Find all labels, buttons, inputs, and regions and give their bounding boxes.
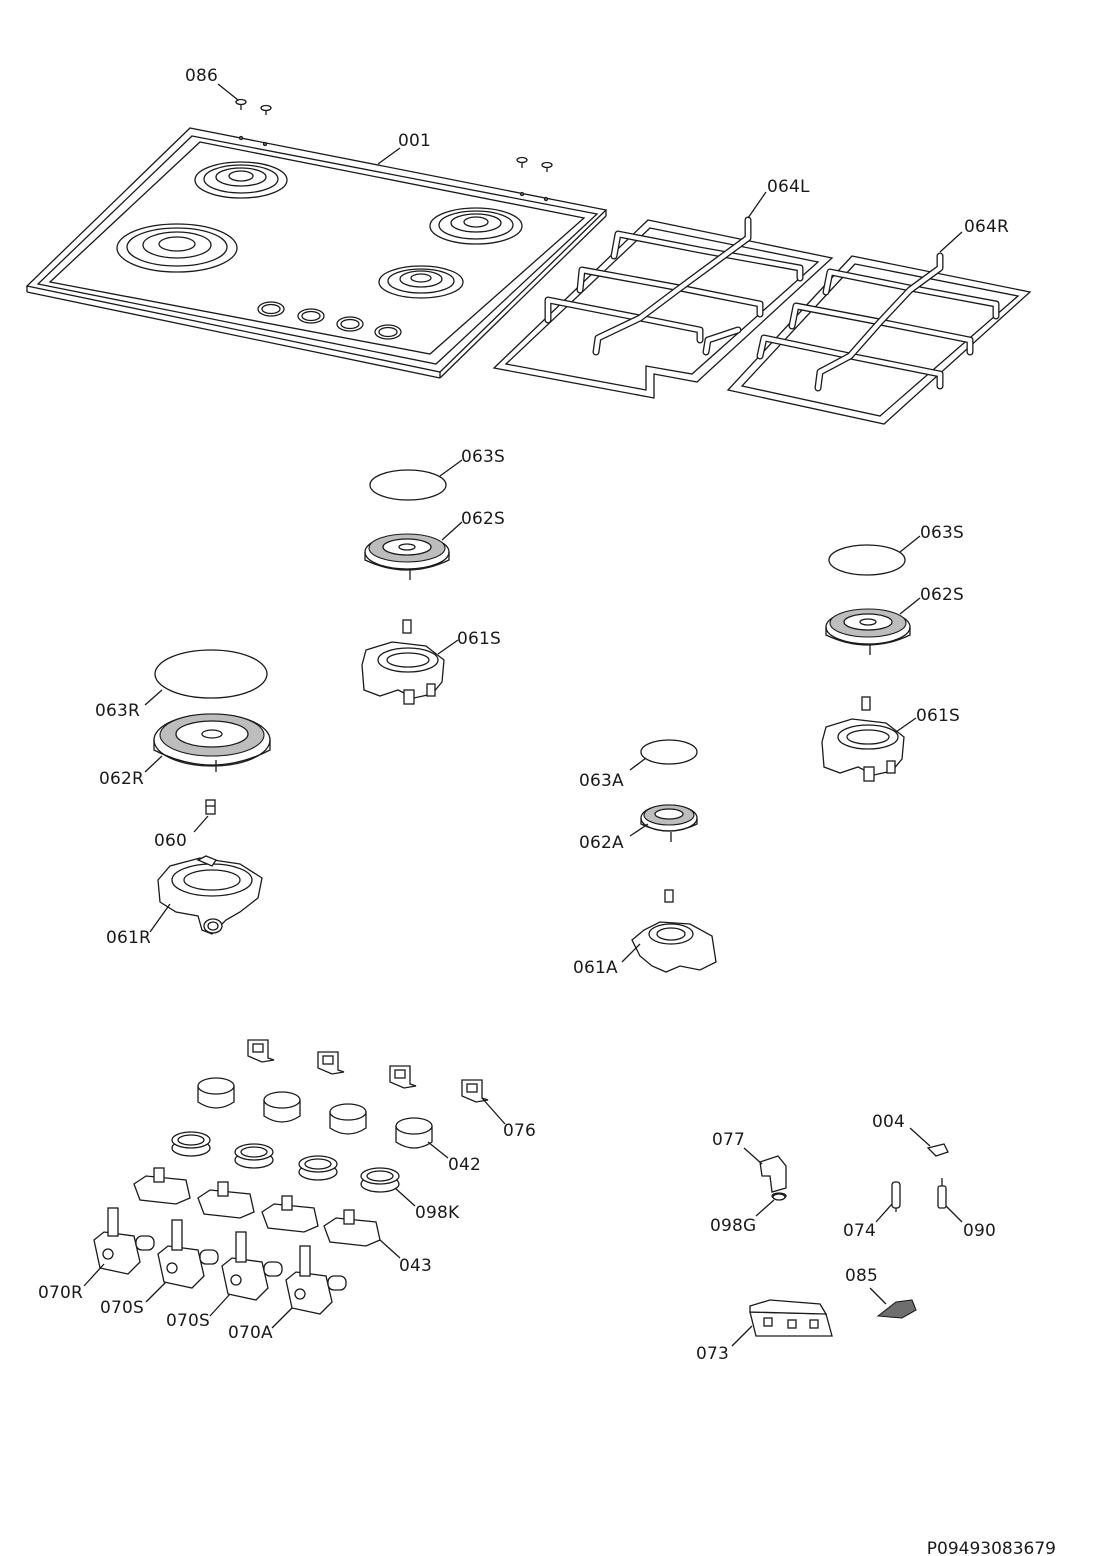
label-076: 076 (503, 1121, 537, 1141)
label-085: 085 (845, 1266, 879, 1286)
document-id: P09493083679 (926, 1539, 1056, 1556)
burner-body-061S-b (821, 696, 905, 782)
leader-lines (83, 83, 963, 1347)
burner-cap-063R (154, 649, 268, 699)
label-098K: 098K (415, 1203, 460, 1223)
valve-070R (93, 1207, 155, 1275)
burner-cap-063S-b (828, 544, 906, 576)
part-switches-043 (133, 1167, 381, 1247)
label-070R: 070R (38, 1283, 84, 1303)
well-semi-rapid-1 (194, 161, 288, 199)
burner-cap-063S-a (369, 469, 447, 501)
label-042: 042 (448, 1155, 482, 1175)
well-semi-rapid-2 (429, 207, 523, 245)
burner-body-061A (631, 889, 717, 973)
part-hob-top (25, 127, 608, 379)
burner-crown-062A (640, 804, 698, 842)
well-auxiliary (378, 265, 464, 299)
part-screws-086 (235, 98, 553, 172)
well-rapid (116, 223, 238, 273)
label-001: 001 (398, 131, 432, 151)
burner-crown-062S-b (825, 608, 911, 655)
injector-060 (205, 799, 216, 815)
burner-crown-062S-a (364, 533, 450, 580)
burner-body-061S-a (361, 619, 445, 705)
part-gasket-098G (772, 1193, 786, 1201)
label-074: 074 (843, 1221, 877, 1241)
label-061S-a: 061S (457, 629, 502, 649)
valve-070A (285, 1245, 347, 1315)
label-063S-a: 063S (461, 447, 506, 467)
part-knobs-042 (197, 1077, 433, 1149)
label-098G: 098G (710, 1216, 757, 1236)
label-064R: 064R (964, 217, 1010, 237)
valve-070S-a (157, 1219, 219, 1289)
part-pan-support-right (726, 252, 1032, 425)
label-086: 086 (185, 66, 219, 86)
part-clamp-085 (876, 1299, 917, 1319)
burner-body-061R (157, 855, 263, 935)
label-077: 077 (712, 1130, 746, 1150)
label-063S-b: 063S (920, 523, 965, 543)
part-spark-plug-090 (937, 1178, 947, 1209)
label-062A: 062A (579, 833, 624, 853)
label-090: 090 (963, 1221, 997, 1241)
label-061R: 061R (106, 928, 152, 948)
label-062S-a: 062S (461, 509, 506, 529)
label-070S-a: 070S (100, 1298, 145, 1318)
label-061S-b: 061S (916, 706, 961, 726)
burner-crown-062R (153, 713, 271, 772)
label-064L: 064L (767, 177, 810, 197)
part-gas-valves-070 (93, 1207, 347, 1315)
part-rings-098K (171, 1131, 400, 1193)
label-063A: 063A (579, 771, 624, 791)
valve-070S-b (221, 1231, 283, 1301)
part-pan-support-left (492, 216, 834, 399)
label-073: 073 (696, 1344, 730, 1364)
label-062R: 062R (99, 769, 145, 789)
label-061A: 061A (573, 958, 618, 978)
part-clip-004 (926, 1143, 949, 1157)
label-070S-b: 070S (166, 1311, 211, 1331)
part-spark-generator-073 (749, 1299, 833, 1337)
part-knob-clips-076 (247, 1039, 489, 1103)
burner-cap-063A (640, 739, 698, 765)
label-004: 004 (872, 1112, 906, 1132)
label-070A: 070A (228, 1323, 273, 1343)
label-043: 043 (399, 1256, 433, 1276)
part-elbow-077 (759, 1155, 787, 1200)
part-thermocouple-074 (891, 1181, 901, 1212)
label-062S-b: 062S (920, 585, 965, 605)
label-060: 060 (154, 831, 188, 851)
label-063R: 063R (95, 701, 141, 721)
